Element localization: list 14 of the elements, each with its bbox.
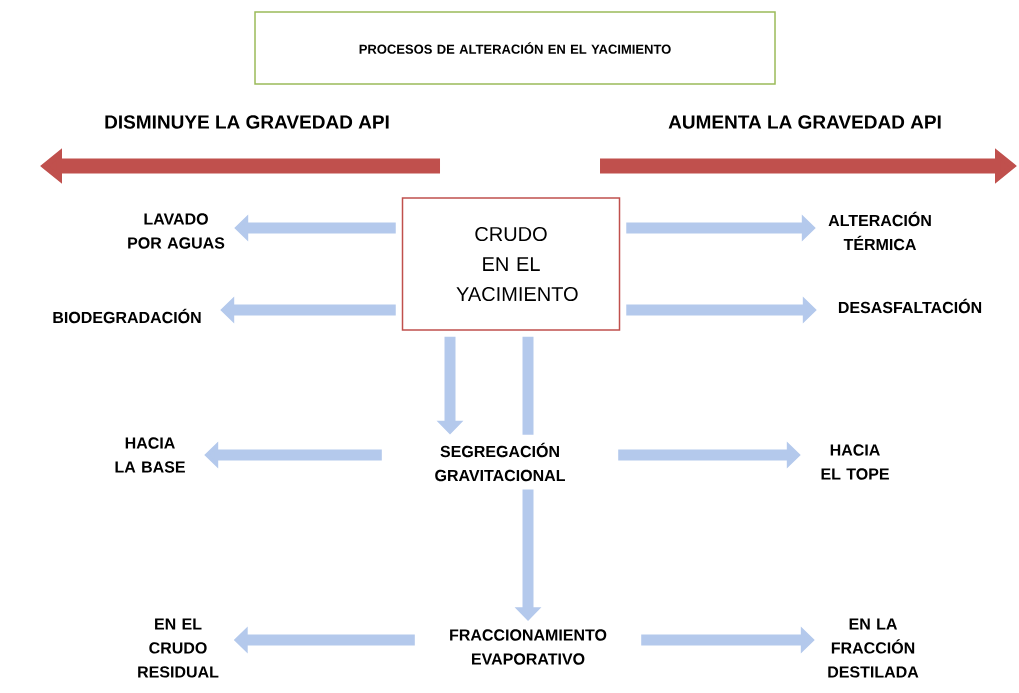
process-label: EN EL CRUDO RESIDUAL	[138, 618, 219, 678]
title-box: PROCESOS DE ALTERACIÓN EN EL YACIMIENTO	[254, 11, 776, 85]
process-label: HACIA LA BASE	[115, 437, 185, 473]
heading-label: DISMINUYE LA GRAVEDAD API	[105, 115, 389, 129]
process-label: SEGREGACIÓN GRAVITACIONAL	[435, 442, 565, 482]
process-label: BIODEGRADACIÓN	[53, 308, 201, 324]
process-label: FRACCIONAMIENTO EVAPORATIVO	[450, 629, 607, 665]
process-label: HACIA EL TOPE	[821, 444, 889, 480]
process-box: CRUDO EN EL YACIMIENTO	[401, 197, 621, 331]
process-label: EN LA FRACCIÓN DESTILADA	[828, 618, 919, 678]
process-label: LAVADO POR AGUAS	[128, 213, 225, 249]
process-label: ALTERACIÓN TÉRMICA	[828, 211, 931, 251]
process-label: DESASFALTACIÓN	[838, 298, 982, 314]
heading-label: AUMENTA LA GRAVEDAD API	[668, 115, 941, 129]
